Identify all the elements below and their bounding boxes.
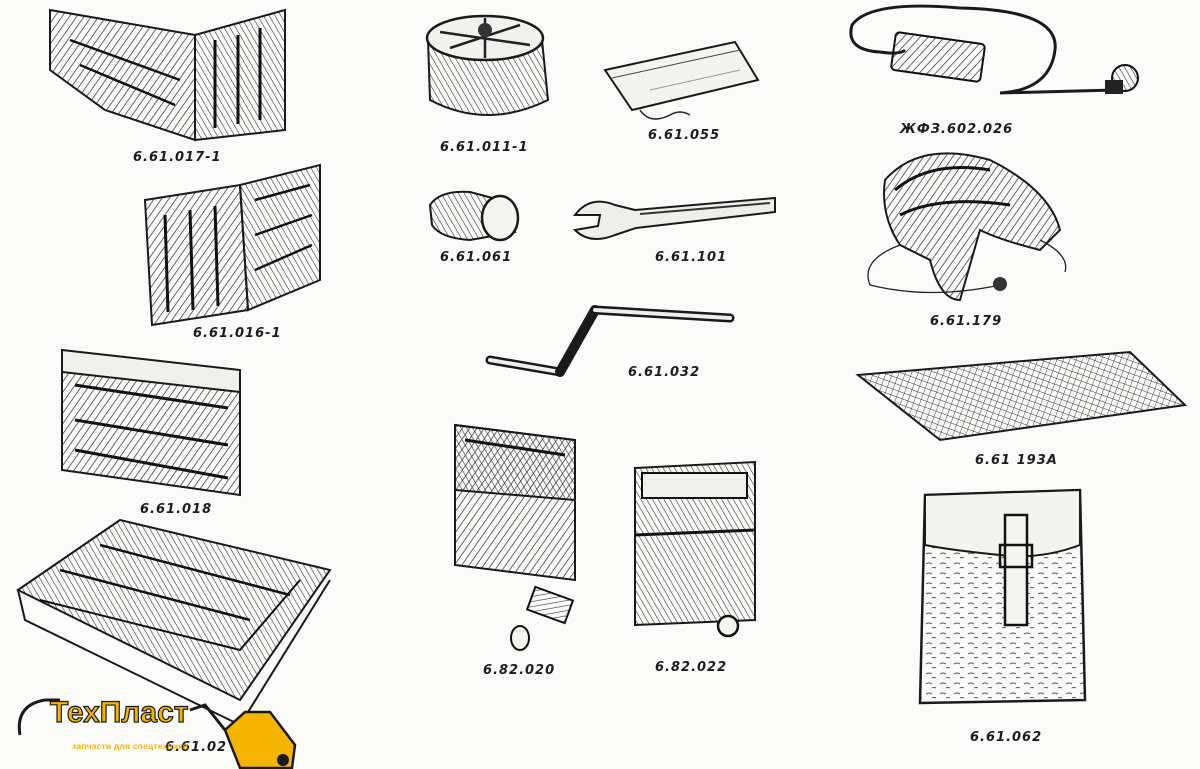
part-label-6-61-193a: 6.61 193А [975,453,1058,468]
part-label-6-61-101: 6.61.101 [655,250,728,265]
part-6-82-020-drawing [454,423,576,651]
part-6-61-101-drawing [572,196,776,240]
part-label-6-61-032: 6.61.032 [628,365,701,380]
part-label-6-82-020: 6.82.020 [483,663,556,678]
part-label-6-61-061: 6.61.061 [440,250,513,265]
logo-name: ТехПласт [49,695,189,729]
part-zhfz-602-026-drawing [849,4,1139,95]
part-label-6-61-018: 6.61.018 [140,502,213,517]
part-label-6-61-017-1: 6.61.017-1 [133,150,222,165]
part-label-6-61-055: 6.61.055 [648,128,721,143]
part-6-61-02-drawing [16,518,332,727]
part-6-61-017-1-drawing [49,8,286,142]
part-6-61-055-drawing [603,40,760,120]
part-6-61-011-1-drawing [425,14,550,116]
part-label-6-61-011-1: 6.61.011-1 [440,140,529,155]
part-label-zhfz-602-026: ЖФЗ.602.026 [900,122,1014,137]
techplast-logo-graphic [17,698,297,769]
part-6-61-062-drawing [918,488,1087,705]
part-label-6-82-022: 6.82.022 [655,660,728,675]
part-6-61-016-1-drawing [143,163,321,327]
part-label-6-61-016-1: 6.61.016-1 [193,326,282,341]
part-label-6-61-062: 6.61.062 [970,730,1043,745]
logo-tagline: запчасти для спецтехники [72,741,189,751]
part-6-61-179-drawing [867,152,1067,302]
part-6-61-032-drawing [485,305,735,377]
part-6-82-022-drawing [634,460,756,638]
part-6-61-193a-drawing [855,350,1188,442]
part-6-61-061-drawing [428,190,520,242]
part-label-6-61-02: 6.61.02 [165,740,228,755]
part-6-61-018-drawing [61,348,241,497]
part-label-6-61-179: 6.61.179 [930,314,1003,329]
